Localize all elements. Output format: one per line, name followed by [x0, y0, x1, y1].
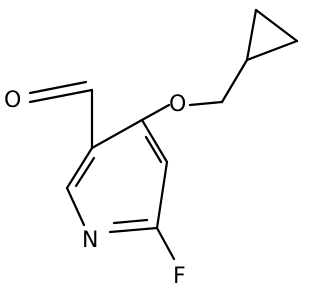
- chemical-structure: O O N F: [4, 8, 299, 289]
- aldehyde-group: [28, 80, 94, 150]
- atom-label-oxygen-aldehyde: O: [4, 88, 21, 113]
- bond-c2-c3-inner: [74, 156, 96, 188]
- bond-c6-n1-inner: [112, 218, 149, 225]
- bond-cho-o-inner: [28, 80, 88, 95]
- pyridine-ring: [65, 118, 169, 234]
- bond-c6-f: [155, 226, 176, 261]
- bond-c5-c6: [155, 160, 169, 230]
- bond-c3-c4: [90, 118, 144, 150]
- bond-c2-c3: [65, 146, 94, 190]
- atom-label-oxygen-ether: O: [169, 92, 186, 117]
- cyclopropylmethoxy-group: [140, 8, 299, 122]
- atom-label-nitrogen: N: [82, 228, 98, 253]
- bond-cho-o: [28, 88, 94, 104]
- bond-ch2-cyclopropyl: [220, 58, 249, 104]
- bond-o-ch2: [188, 100, 224, 107]
- atom-label-fluorine: F: [173, 264, 186, 289]
- bond-n1-c2: [65, 186, 86, 227]
- bond-c6-n1: [108, 226, 159, 234]
- fluoro-group: [155, 226, 176, 261]
- bond-c4-c5-inner: [144, 135, 163, 164]
- bond-cyclopropyl-c: [245, 8, 258, 62]
- bond-cyclopropyl-b: [254, 8, 299, 43]
- bond-c4-o: [140, 103, 171, 122]
- bond-c4-c5: [140, 118, 169, 164]
- bond-cyclopropyl-a: [245, 39, 299, 62]
